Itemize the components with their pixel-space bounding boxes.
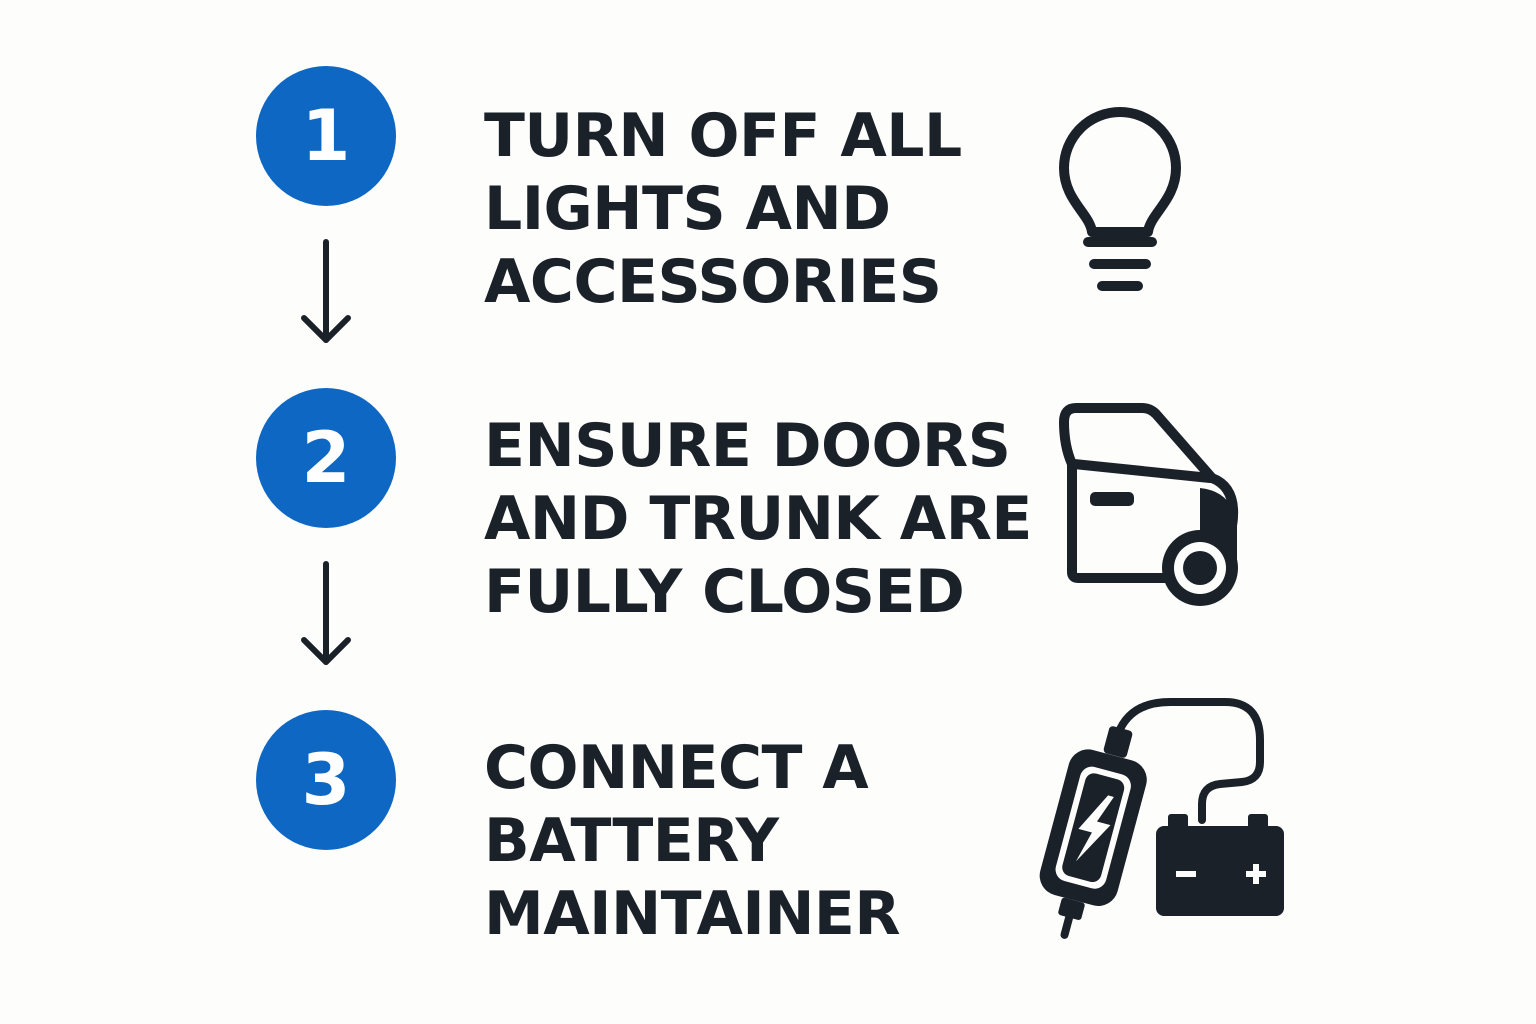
step-3-line-2: BATTERY [484, 806, 779, 876]
step-3-text: CONNECT A BATTERY MAINTAINER [484, 732, 1044, 951]
step-1-text: TURN OFF ALL LIGHTS AND ACCESSORIES [484, 100, 1044, 319]
down-arrow-icon [301, 239, 351, 343]
step-2-number-badge: 2 [256, 388, 396, 528]
car-door-icon [1059, 403, 1238, 606]
step-1-line-2: LIGHTS AND [484, 174, 891, 244]
down-arrow-icon [301, 561, 351, 665]
battery-maintainer-icon [1039, 698, 1284, 939]
step-2-line-1: ENSURE DOORS [484, 411, 1011, 481]
step-3-line-3: MAINTAINER [484, 879, 901, 949]
lightbulb-icon [1059, 107, 1181, 291]
step-1-line-1: TURN OFF ALL [484, 101, 962, 171]
step-3-line-1: CONNECT A [484, 733, 869, 803]
step-1-line-3: ACCESSORIES [484, 247, 942, 317]
step-2-line-2: AND TRUNK ARE [484, 484, 1032, 554]
step-2-line-3: FULLY CLOSED [484, 557, 965, 627]
step-3-number-badge: 3 [256, 710, 396, 850]
step-1-number-badge: 1 [256, 66, 396, 206]
step-2-text: ENSURE DOORS AND TRUNK ARE FULLY CLOSED [484, 410, 1044, 629]
